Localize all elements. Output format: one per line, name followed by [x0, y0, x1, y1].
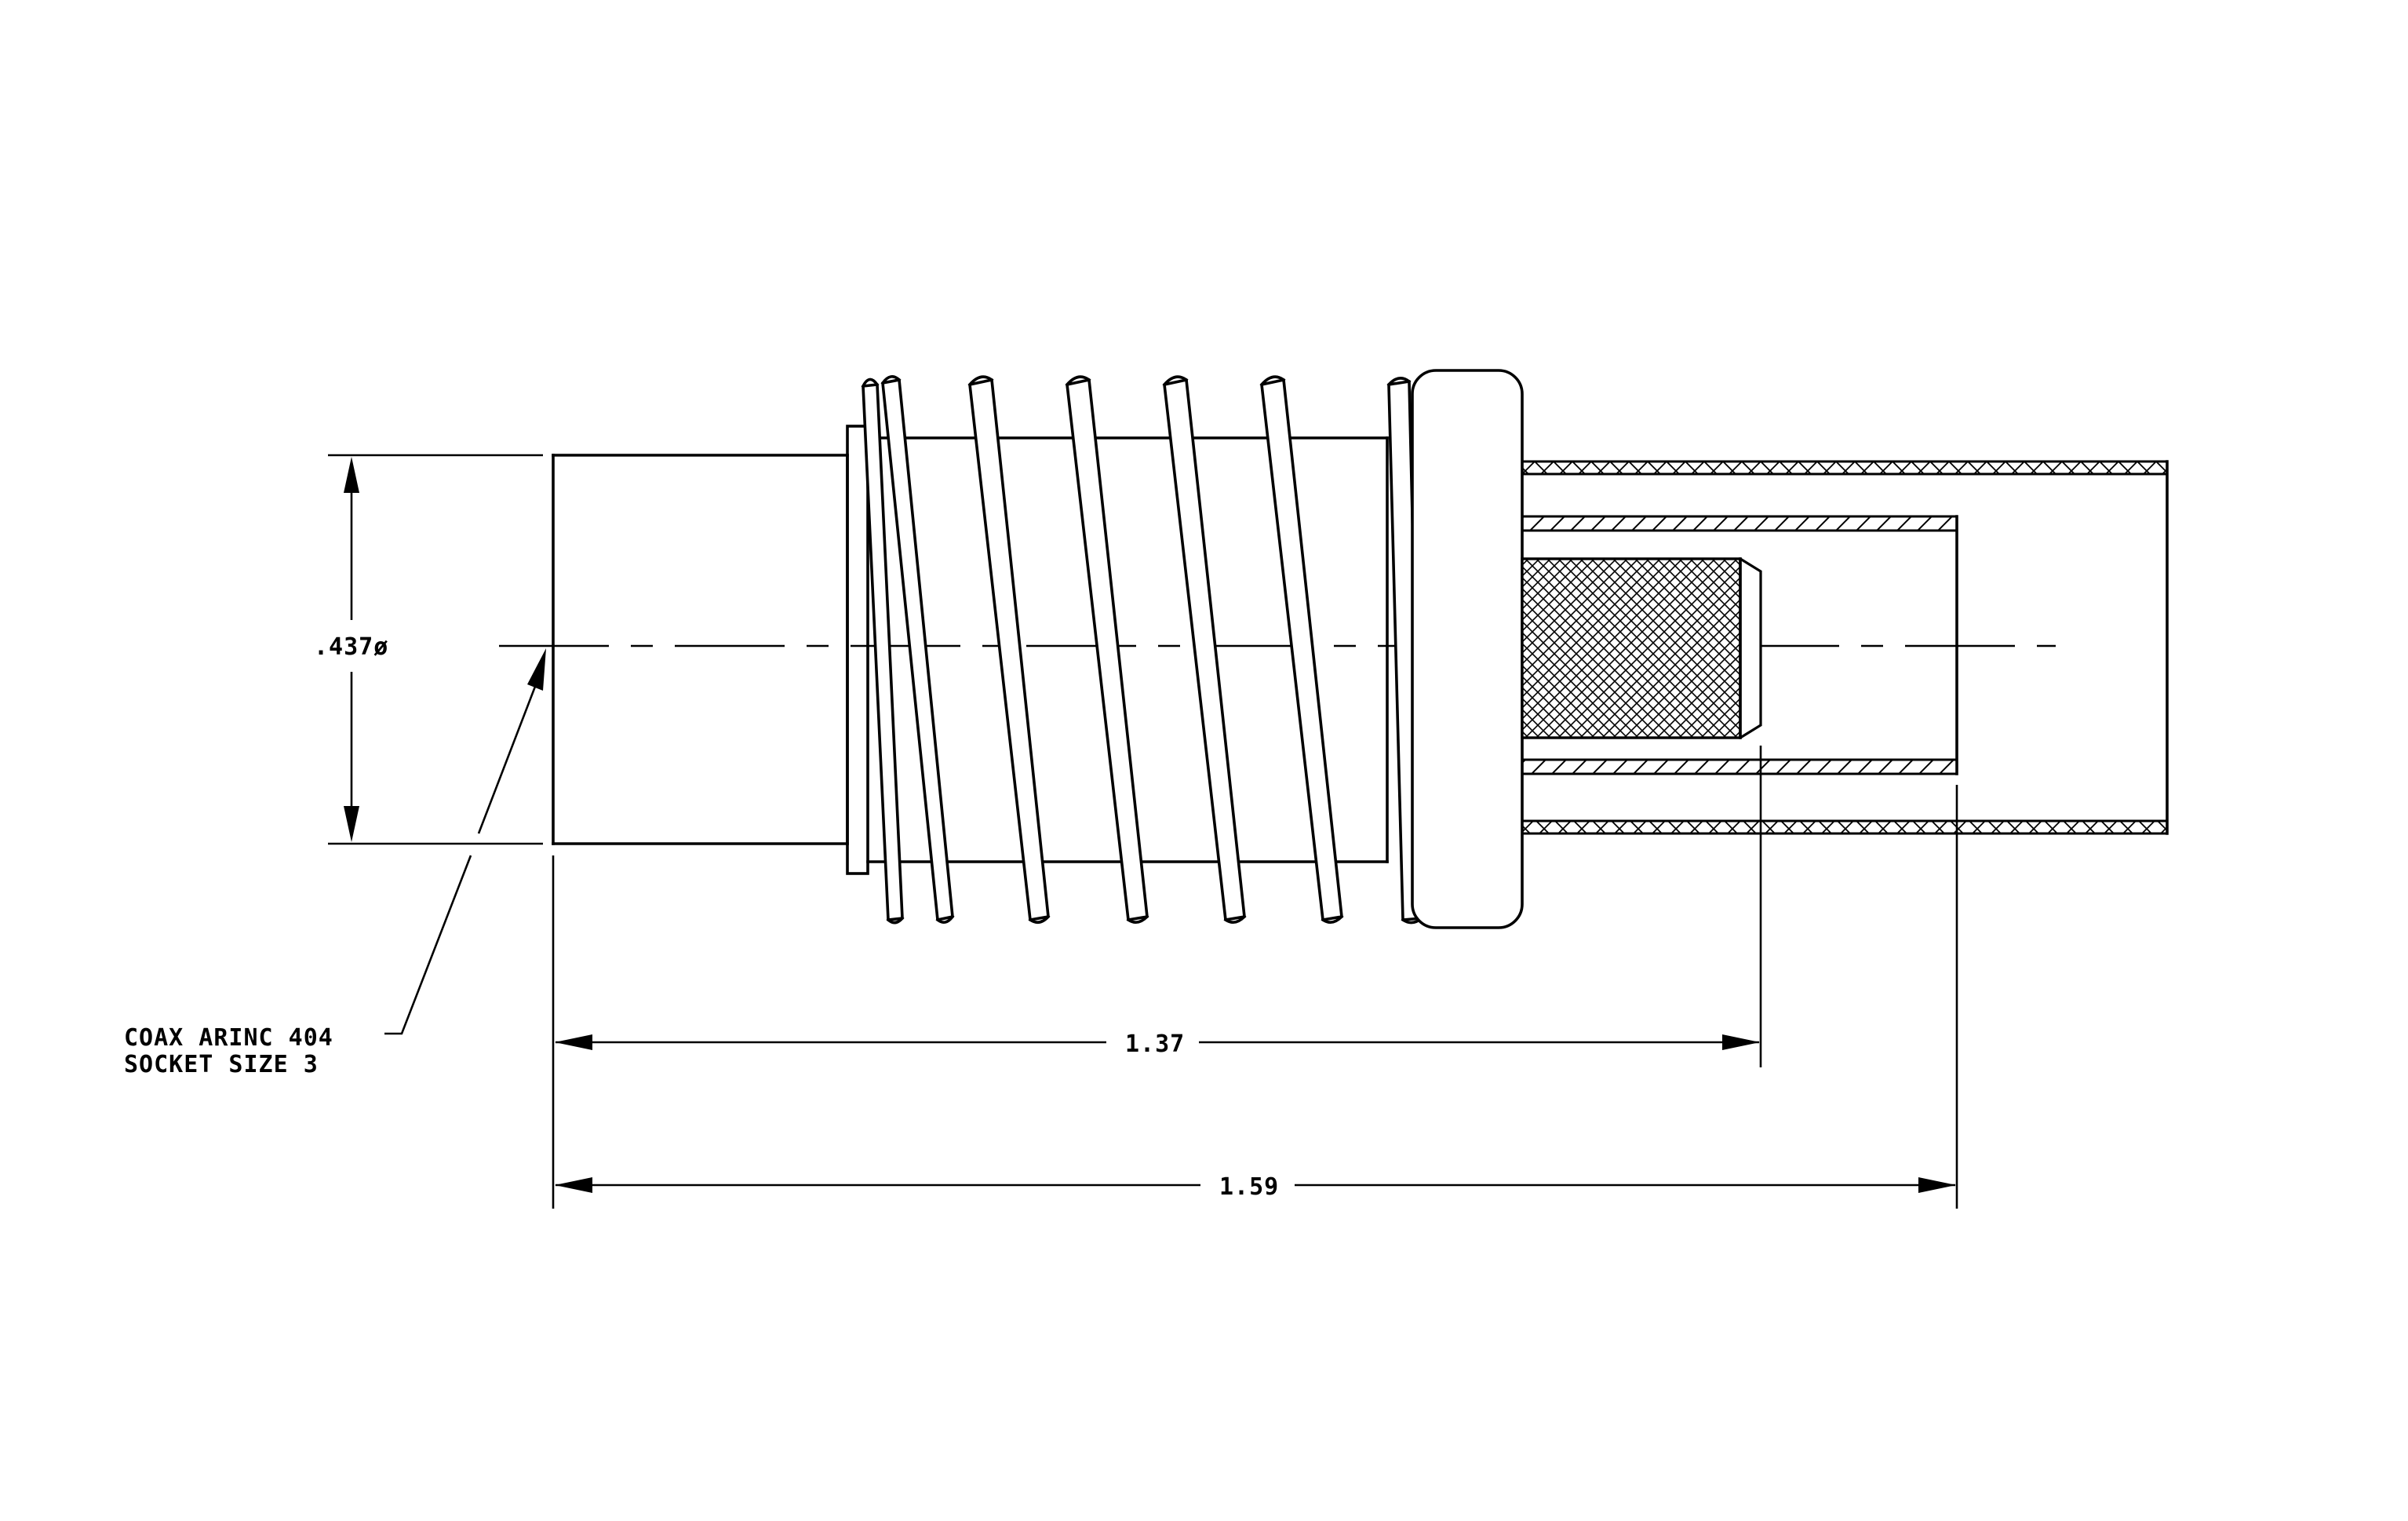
length-label-2: 1.59 [1219, 1173, 1279, 1201]
coupling-nut [1411, 369, 1524, 929]
rear-barrel [552, 454, 849, 845]
coil-spring [861, 375, 1424, 925]
callout-line-1: COAX ARINC 404 [124, 1024, 333, 1052]
diameter-dimension: .437ø [304, 457, 399, 842]
flange [846, 425, 869, 875]
callout-text: COAX ARINC 404 SOCKET SIZE 3 [124, 1024, 333, 1078]
diameter-label: .437ø [314, 633, 388, 661]
callout-leader [384, 648, 546, 1035]
inner-tube [1521, 515, 1958, 775]
length-dimension-1: 1.37 [555, 1030, 1760, 1058]
callout-line-2: SOCKET SIZE 3 [124, 1051, 319, 1078]
outer-shell [1521, 460, 2169, 835]
extension-lines [328, 454, 1958, 1209]
length-label-1: 1.37 [1125, 1030, 1185, 1058]
length-dimension-2: 1.59 [555, 1173, 1956, 1201]
insulator-insert [1521, 557, 1762, 739]
